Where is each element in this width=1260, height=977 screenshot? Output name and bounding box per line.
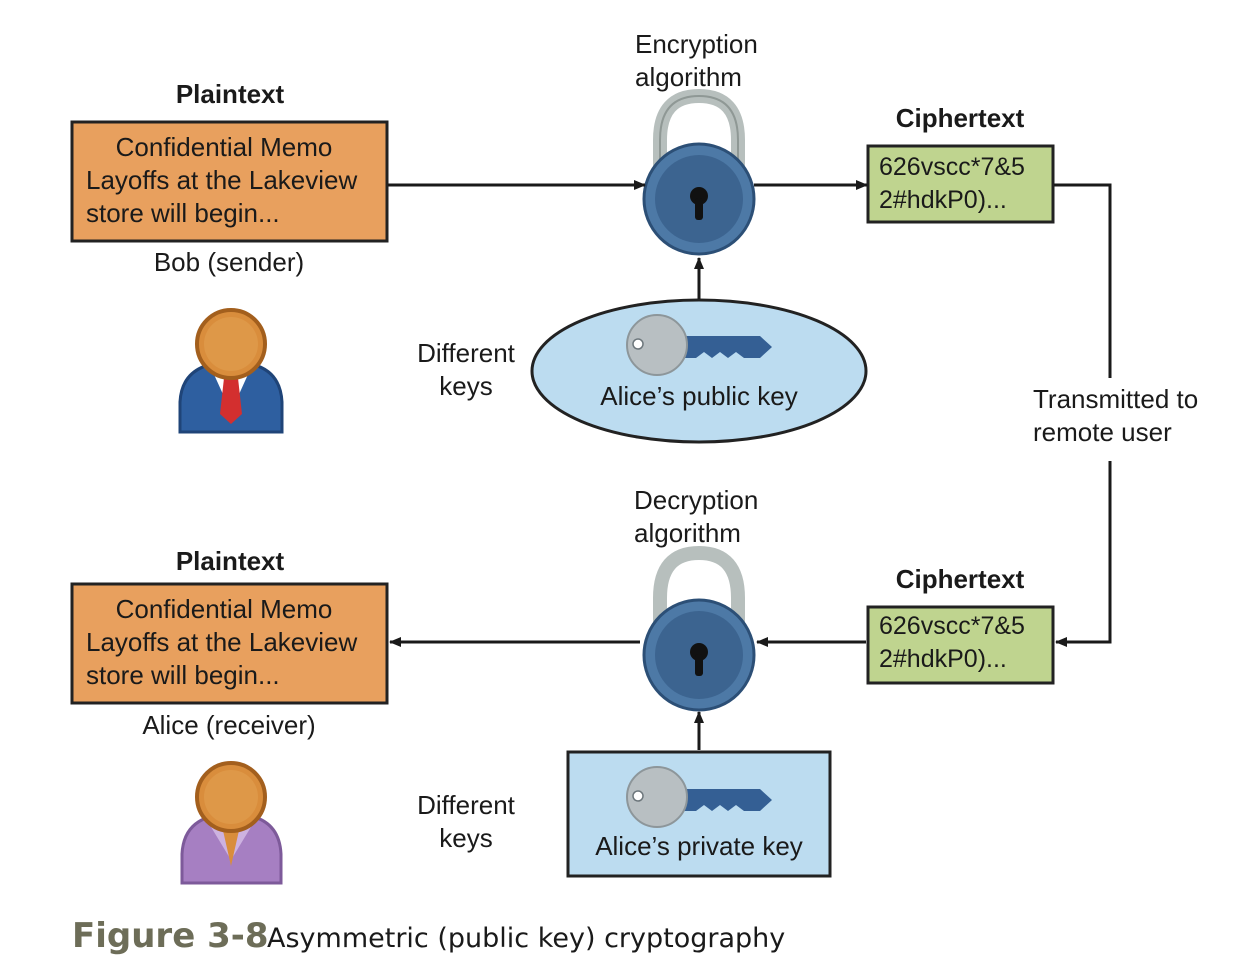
ciphertext-heading-top: Ciphertext xyxy=(896,103,1025,133)
different-keys-label: keys xyxy=(439,823,492,853)
memo-line: Confidential Memo xyxy=(116,594,333,624)
sender-label: Bob (sender) xyxy=(154,247,304,277)
decryption-lock-icon xyxy=(642,545,756,712)
plaintext-box-top: Confidential Memo Layoffs at the Lakevie… xyxy=(70,120,389,243)
plaintext-heading-top: Plaintext xyxy=(176,79,285,109)
public-key-container: Alice’s public key xyxy=(530,298,868,444)
cipher-line: 2#hdkP0)... xyxy=(879,186,1007,214)
transmit-line-bottom xyxy=(1055,461,1112,647)
plaintext-box-bottom: Confidential Memo Layoffs at the Lakevie… xyxy=(70,582,389,705)
alice-avatar-icon xyxy=(180,761,283,885)
decryption-algorithm-label: algorithm xyxy=(634,518,741,548)
receiver-label: Alice (receiver) xyxy=(142,710,315,740)
decryption-algorithm-label: Decryption xyxy=(634,485,758,515)
transmit-label: remote user xyxy=(1033,417,1172,447)
ciphertext-box-top: 626vscc*7&5 2#hdkP0)... xyxy=(866,144,1055,224)
ciphertext-box-bottom: 626vscc*7&5 2#hdkP0)... xyxy=(866,605,1055,685)
figure-number: Figure 3-8 xyxy=(72,916,269,956)
ciphertext-heading-bottom: Ciphertext xyxy=(896,564,1025,594)
transmit-line-top xyxy=(1054,183,1112,378)
private-key-label: Alice’s private key xyxy=(595,831,803,861)
cipher-line: 626vscc*7&5 xyxy=(879,612,1025,640)
figure-caption: Asymmetric (public key) cryptography xyxy=(267,923,785,954)
plaintext-heading-bottom: Plaintext xyxy=(176,546,285,576)
cipher-line: 2#hdkP0)... xyxy=(879,645,1007,673)
private-key-icon xyxy=(626,766,772,828)
cipher-line: 626vscc*7&5 xyxy=(879,153,1025,181)
memo-line: Layoffs at the Lakeview xyxy=(86,627,357,657)
different-keys-label: Different xyxy=(417,338,516,368)
memo-line: store will begin... xyxy=(86,198,280,228)
different-keys-label: keys xyxy=(439,371,492,401)
encryption-algorithm-label: Encryption xyxy=(635,29,758,59)
encryption-algorithm-label: algorithm xyxy=(635,62,742,92)
public-key-label: Alice’s public key xyxy=(600,381,798,411)
memo-line: Layoffs at the Lakeview xyxy=(86,165,357,195)
encryption-lock-icon xyxy=(642,88,756,256)
transmit-label: Transmitted to xyxy=(1033,384,1198,414)
bob-avatar-icon xyxy=(178,308,284,434)
different-keys-label: Different xyxy=(417,790,516,820)
private-key-container: Alice’s private key xyxy=(566,750,832,878)
memo-line: Confidential Memo xyxy=(116,132,333,162)
memo-line: store will begin... xyxy=(86,660,280,690)
public-key-icon xyxy=(626,314,772,376)
